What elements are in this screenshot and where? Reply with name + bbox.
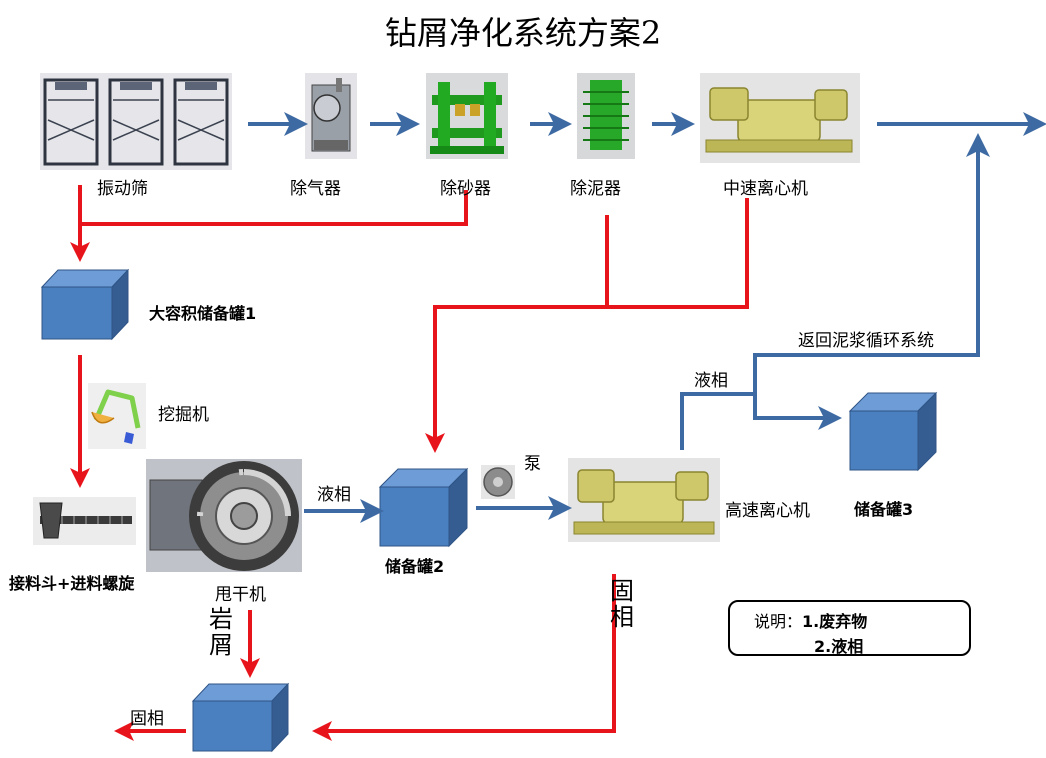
label-solid-out: 固相 xyxy=(130,709,164,729)
label-hopper-screw: 接料斗+进料螺旋 xyxy=(9,574,135,593)
legend-prefix: 说明： xyxy=(754,612,803,631)
arrow-return-system xyxy=(753,133,990,394)
legend-waste-label: 1.废弃物 xyxy=(802,612,868,631)
tank-3 xyxy=(848,391,938,472)
liquid-flows xyxy=(248,112,1046,523)
desilter-image xyxy=(577,73,635,159)
label-return-system: 返回泥浆循环系统 xyxy=(798,331,934,351)
label-mid-centrifuge: 中速离心机 xyxy=(723,179,808,199)
tank-1 xyxy=(40,268,130,341)
line-desander-waste xyxy=(80,190,468,226)
label-desander: 除砂器 xyxy=(440,179,491,199)
excavator-image xyxy=(88,383,146,449)
legend-liquid-label: 2.液相 xyxy=(814,637,864,656)
label-desilter: 除泥器 xyxy=(570,179,621,199)
label-liquid-dryer: 液相 xyxy=(317,485,351,505)
label-tank3: 储备罐3 xyxy=(854,500,914,519)
arrow-to-tank3 xyxy=(753,394,842,430)
legend-row-waste: 说明：1.废弃物 xyxy=(754,608,867,632)
hopper-screw-image xyxy=(33,497,136,545)
arrow-to-tank2 xyxy=(425,215,609,453)
high-centrifuge-image xyxy=(568,458,720,542)
label-tank2: 储备罐2 xyxy=(385,557,445,576)
waste-flows xyxy=(70,185,749,741)
label-high-centrifuge: 高速离心机 xyxy=(725,501,810,521)
mid-centrifuge-image xyxy=(700,73,860,163)
line-centrifuge-liquid xyxy=(680,392,755,450)
label-tank1: 大容积储备罐1 xyxy=(149,304,257,323)
label-shaker: 振动筛 xyxy=(97,179,148,199)
tank-cuttings xyxy=(191,682,290,753)
desander-image xyxy=(426,73,508,159)
label-cuttings-vertical: 岩屑 xyxy=(209,605,233,659)
label-excavator: 挖掘机 xyxy=(158,405,209,425)
degasser-image xyxy=(305,73,357,159)
legend-box: 说明：1.废弃物 2.液相 xyxy=(728,600,971,656)
label-dryer: 甩干机 xyxy=(215,585,266,605)
arrow-solid-to-tank xyxy=(312,574,616,741)
label-pump: 泵 xyxy=(524,454,541,474)
shaker-image xyxy=(40,73,232,170)
pump-image xyxy=(481,465,515,499)
label-degasser: 除气器 xyxy=(290,179,341,199)
label-liquid-centrifuge: 液相 xyxy=(694,371,728,391)
tank-2 xyxy=(378,467,469,548)
line-mid-centrifuge-waste xyxy=(607,198,749,309)
label-solid-vertical: 固相 xyxy=(610,577,634,631)
page-title: 钻屑净化系统方案2 xyxy=(384,14,662,52)
dryer-image xyxy=(146,459,302,572)
